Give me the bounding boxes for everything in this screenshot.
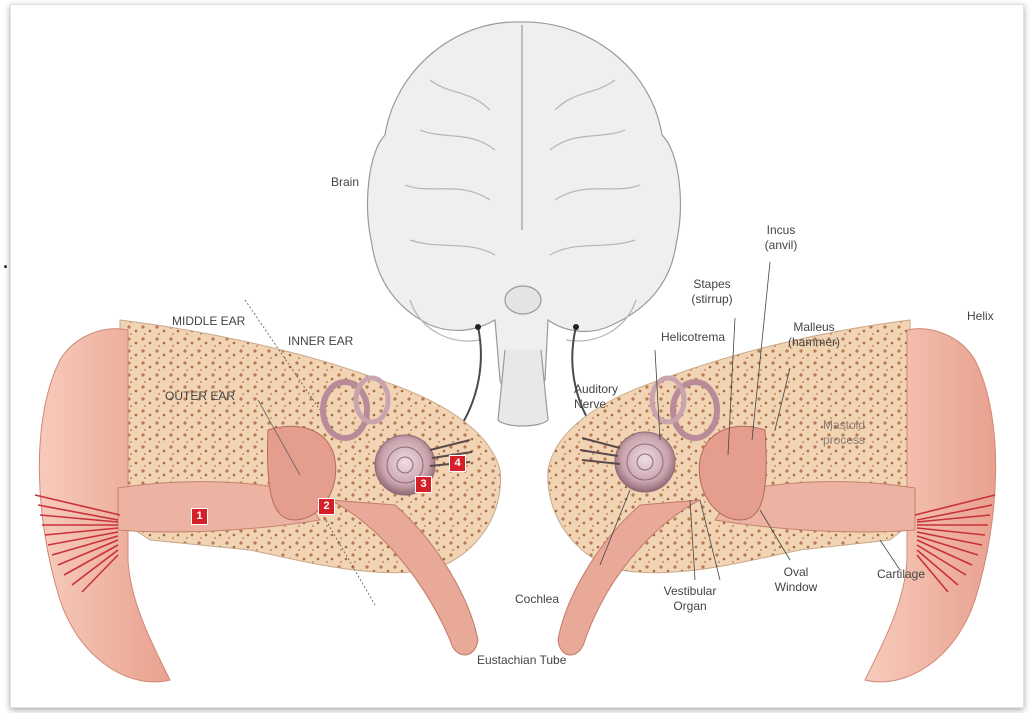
- label-brain: Brain: [331, 175, 359, 190]
- badge-1: 1: [191, 508, 208, 525]
- label-oval-window: Oval Window: [775, 565, 818, 595]
- label-incus: Incus (anvil): [765, 223, 798, 253]
- label-inner-ear: INNER EAR: [288, 334, 353, 349]
- label-stapes: Stapes (stirrup): [691, 277, 732, 307]
- badge-4: 4: [449, 455, 466, 472]
- badge-2: 2: [318, 498, 335, 515]
- badge-3: 3: [415, 476, 432, 493]
- label-helix: Helix: [967, 309, 994, 324]
- label-eustachian-tube: Eustachian Tube: [477, 653, 566, 668]
- label-cochlea: Cochlea: [515, 592, 559, 607]
- brain-drawing: [368, 22, 681, 426]
- label-middle-ear: MIDDLE EAR: [172, 314, 245, 329]
- label-mastoid-process: Mastoid process: [823, 418, 865, 448]
- label-outer-ear: OUTER EAR: [165, 389, 235, 404]
- label-cartilage: Cartilage: [877, 567, 925, 582]
- label-auditory-nerve: Auditory Nerve: [574, 382, 618, 412]
- label-helicotrema: Helicotrema: [661, 330, 725, 345]
- label-vestibular-organ: Vestibular Organ: [664, 584, 717, 614]
- label-malleus: Malleus (hammer): [788, 320, 840, 350]
- right-ear-drawing: [548, 262, 996, 682]
